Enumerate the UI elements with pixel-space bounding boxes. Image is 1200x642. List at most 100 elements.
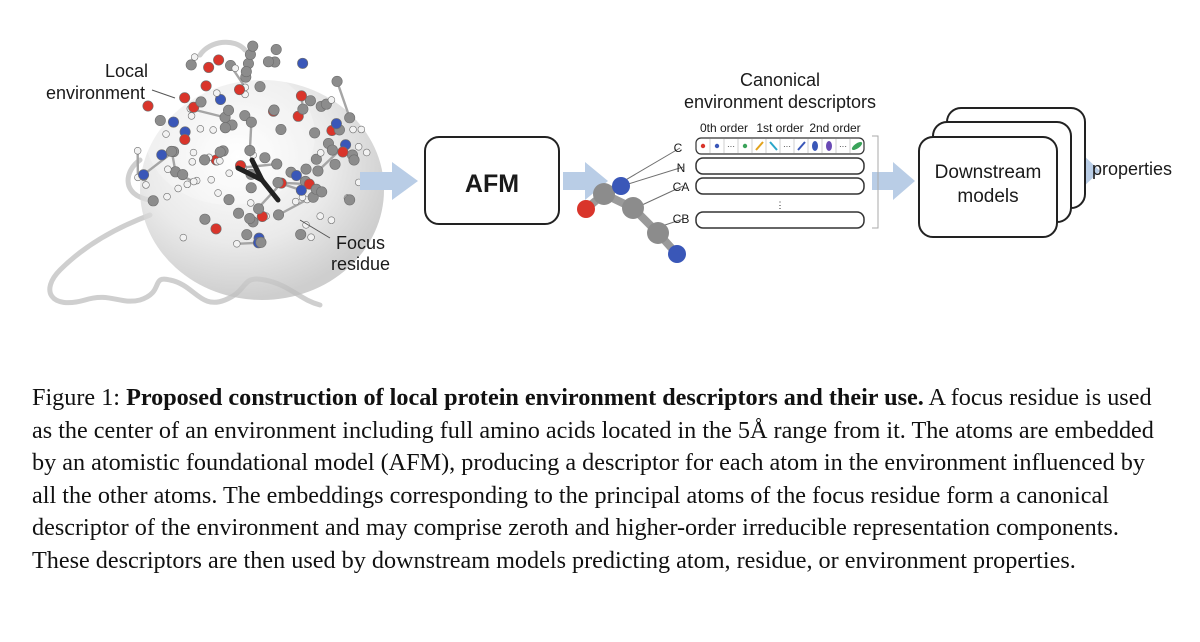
atom-sphere (196, 125, 205, 133)
svg-text:···: ··· (727, 142, 735, 151)
atom-sphere (307, 233, 315, 241)
atom-sphere (233, 240, 241, 248)
atom-sphere (271, 158, 283, 170)
arrow-to-molecule (563, 162, 608, 200)
atom-sphere (272, 177, 284, 189)
atom-sphere (241, 229, 253, 241)
atom-sphere (330, 118, 342, 130)
downstream-label-line2: models (957, 186, 1018, 207)
descriptor-row-cb (695, 211, 865, 229)
atom-sphere (270, 44, 282, 56)
atom-sphere (223, 104, 235, 116)
figure-diagram: Local environment Focus residue AFM (46, 39, 1172, 308)
atom-sphere (219, 122, 231, 134)
atom-sphere (162, 130, 170, 138)
terminal-nitrogen-atom (668, 245, 686, 263)
atom-sphere (259, 152, 271, 164)
atom-sphere (310, 153, 322, 165)
atom-sphere (297, 103, 309, 115)
atom-sphere (300, 163, 312, 175)
atom-sphere (291, 197, 300, 206)
downstream-models-stack (918, 107, 1086, 238)
atom-sphere (247, 199, 255, 207)
atom-label-c: C (674, 141, 683, 155)
atom-sphere (225, 169, 233, 177)
atom-sphere (309, 127, 321, 139)
atom-sphere (304, 95, 316, 107)
alpha-carbon-atom (622, 197, 644, 219)
atom-sphere (154, 114, 166, 126)
atom-sphere (327, 96, 336, 104)
atom-sphere (317, 149, 325, 157)
atom-sphere (268, 104, 280, 116)
order-label-0: 0th order (700, 121, 748, 135)
atom-sphere (183, 180, 192, 189)
atom-sphere (357, 125, 366, 134)
atom-sphere (329, 158, 341, 170)
atom-sphere (214, 146, 226, 158)
caption-body: A focus residue is used as the center of… (32, 384, 1154, 574)
atom-sphere (295, 228, 307, 240)
atom-sphere (213, 89, 221, 97)
descriptor-row-n (695, 157, 865, 175)
atom-sphere (195, 96, 207, 108)
atom-sphere (331, 75, 343, 87)
atom-sphere (327, 216, 336, 224)
atom-sphere (142, 181, 150, 189)
oxygen-atom (577, 200, 595, 218)
svg-text:···: ··· (783, 142, 791, 151)
atom-sphere (247, 40, 259, 52)
atom-sphere (354, 143, 363, 151)
atom-sphere (362, 148, 371, 157)
atom-sphere (179, 233, 188, 242)
atom-sphere (179, 92, 191, 104)
atom-sphere (209, 126, 217, 134)
atom-label-n: N (677, 161, 686, 175)
afm-label: AFM (465, 170, 519, 198)
nitrogen-atom (612, 177, 630, 195)
atom-sphere (200, 80, 212, 92)
atom-sphere (344, 194, 356, 206)
local-environment-label-line2: environment (46, 83, 145, 103)
descriptor-row-c: ··· ··· ··· (695, 137, 865, 155)
atom-sphere (185, 59, 197, 71)
beta-carbon-atom (647, 222, 669, 244)
atom-sphere (213, 54, 225, 66)
carbonyl-carbon-atom (593, 183, 615, 205)
atom-sphere (245, 116, 257, 128)
atom-sphere (316, 186, 328, 198)
atom-sphere (223, 194, 235, 206)
atom-sphere (189, 148, 198, 157)
atom-sphere (199, 154, 211, 166)
atom-sphere (239, 110, 251, 122)
arrow-to-downstream (872, 162, 915, 200)
atom-sphere (312, 165, 324, 177)
canonical-title-line2: environment descriptors (684, 92, 876, 112)
afm-box (424, 136, 560, 225)
atom-sphere (254, 81, 266, 93)
descriptor-ellipsis: ⋮ (776, 200, 785, 210)
atom-sphere (273, 209, 285, 221)
atom-sphere (244, 212, 256, 224)
atom-sphere (190, 177, 198, 186)
atom-sphere (255, 236, 267, 248)
atom-sphere (326, 144, 338, 156)
atom-sphere (233, 207, 245, 219)
atom-sphere (214, 189, 222, 197)
figure-caption: Figure 1: Proposed construction of local… (32, 382, 1172, 578)
atom-bond (335, 80, 351, 119)
atom-sphere (165, 145, 177, 157)
atom-sphere (316, 212, 324, 220)
downstream-label-line1: Downstream (935, 162, 1042, 183)
atom-sphere (216, 157, 224, 165)
atom-sphere (297, 57, 309, 69)
atom-sphere (344, 112, 356, 124)
atom-sphere (253, 203, 265, 215)
atom-sphere (138, 169, 150, 181)
atom-sphere (203, 61, 215, 73)
atom-sphere (167, 116, 179, 128)
atom-sphere (177, 169, 189, 181)
atom-sphere (245, 182, 257, 194)
atom-sphere (187, 112, 196, 120)
order-label-2: 2nd order (809, 121, 860, 135)
